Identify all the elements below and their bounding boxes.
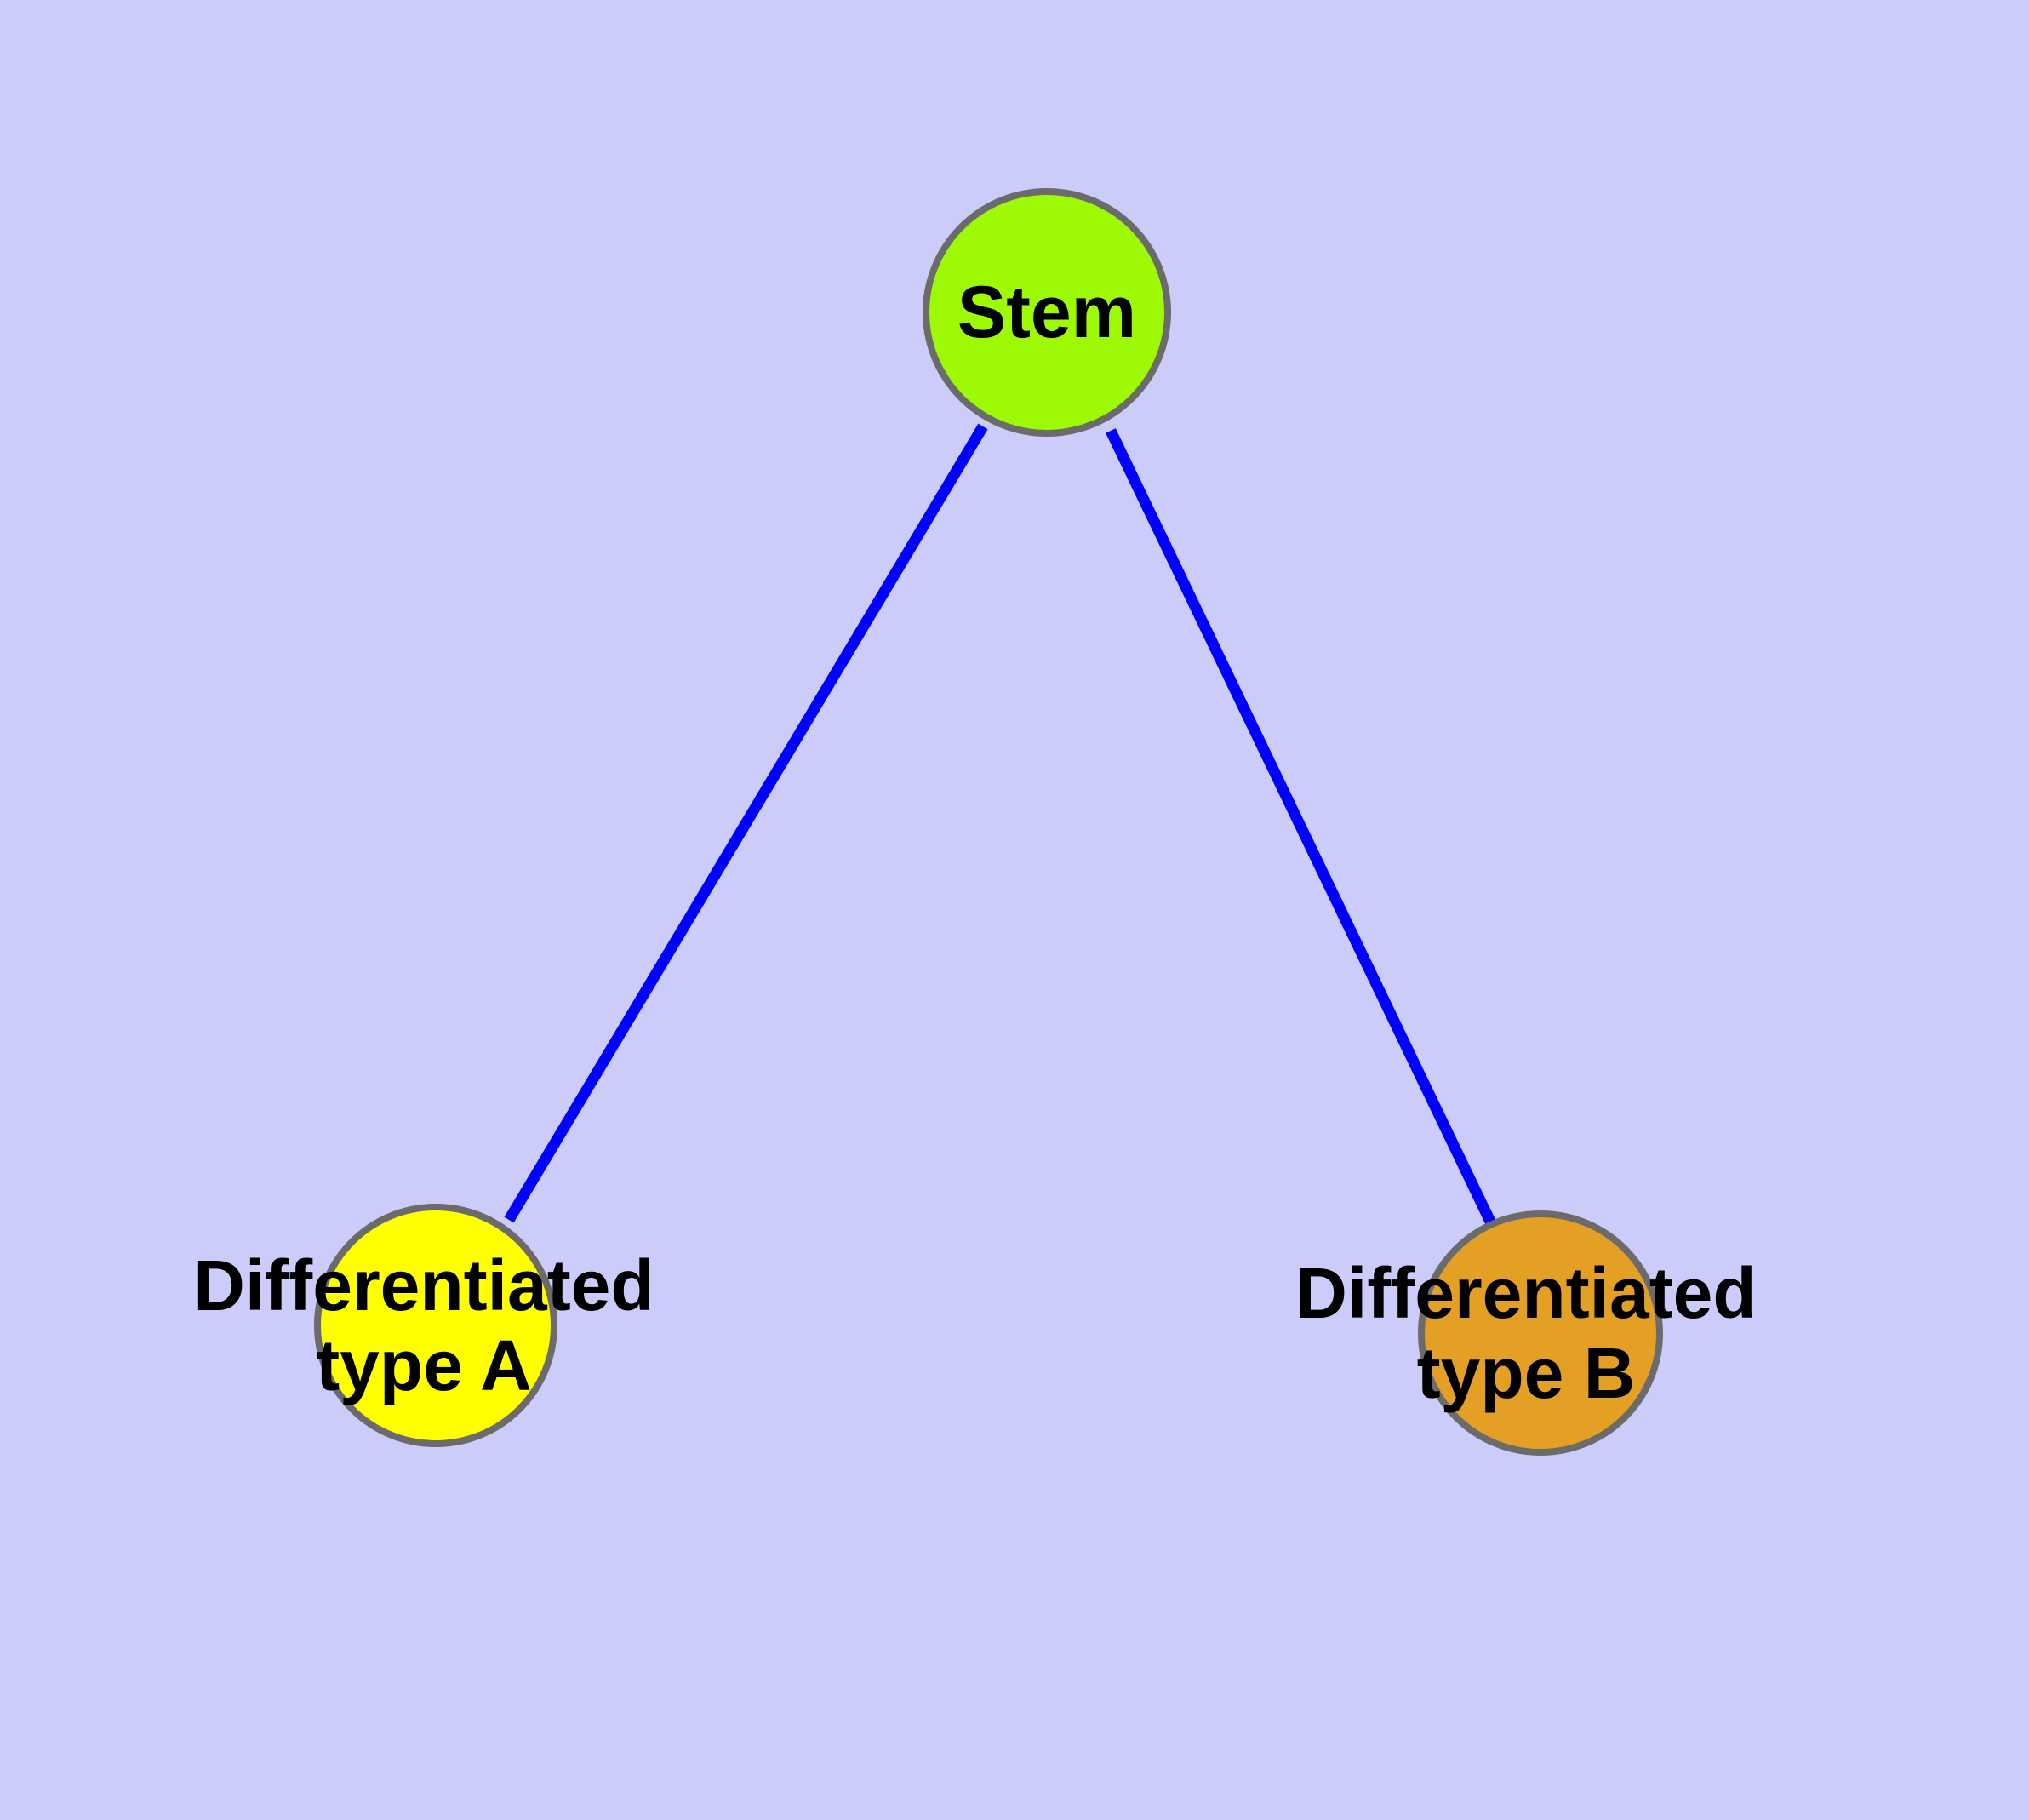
node-differentiated-type-b[interactable] (1418, 1210, 1663, 1456)
node-stem[interactable] (923, 188, 1171, 437)
edge-stem-to-type-a[interactable] (504, 423, 988, 1223)
edge-stem-to-type-b[interactable] (1106, 428, 1496, 1226)
node-differentiated-type-a[interactable] (314, 1204, 557, 1447)
